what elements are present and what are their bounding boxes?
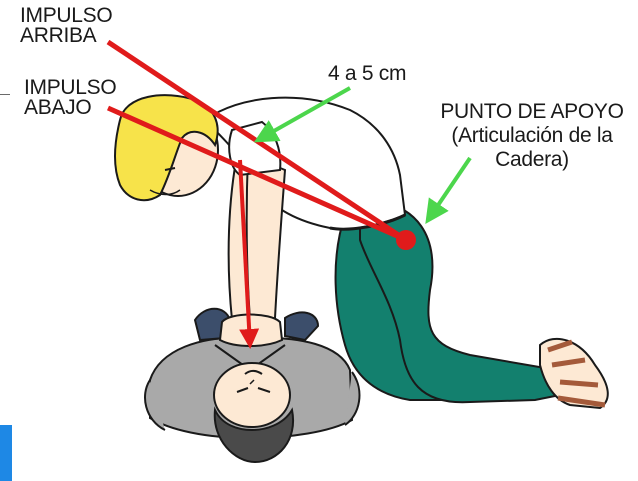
pivot-label: PUNTO DE APOYO (Articulación de la Cader… [432,100,632,172]
impulse-up-label: IMPULSO ARRIBA [20,6,112,46]
pivot-point [396,230,416,250]
depth-label: 4 a 5 cm [328,64,406,84]
impulse-up-line-1: IMPULSO [20,6,112,26]
pivot-line-2: (Articulación de la [432,124,632,148]
impulse-up-line-2: ARRIBA [20,26,112,46]
impulse-down-label: IMPULSO ABAJO [24,78,116,118]
impulse-down-line-1: IMPULSO [24,78,116,98]
impulse-down-line-2: ABAJO [24,98,116,118]
edge-tick [0,94,10,95]
pivot-line-3: Cadera) [432,148,632,172]
corner-blue-strip [0,425,12,481]
pivot-line-1: PUNTO DE APOYO [432,100,632,124]
